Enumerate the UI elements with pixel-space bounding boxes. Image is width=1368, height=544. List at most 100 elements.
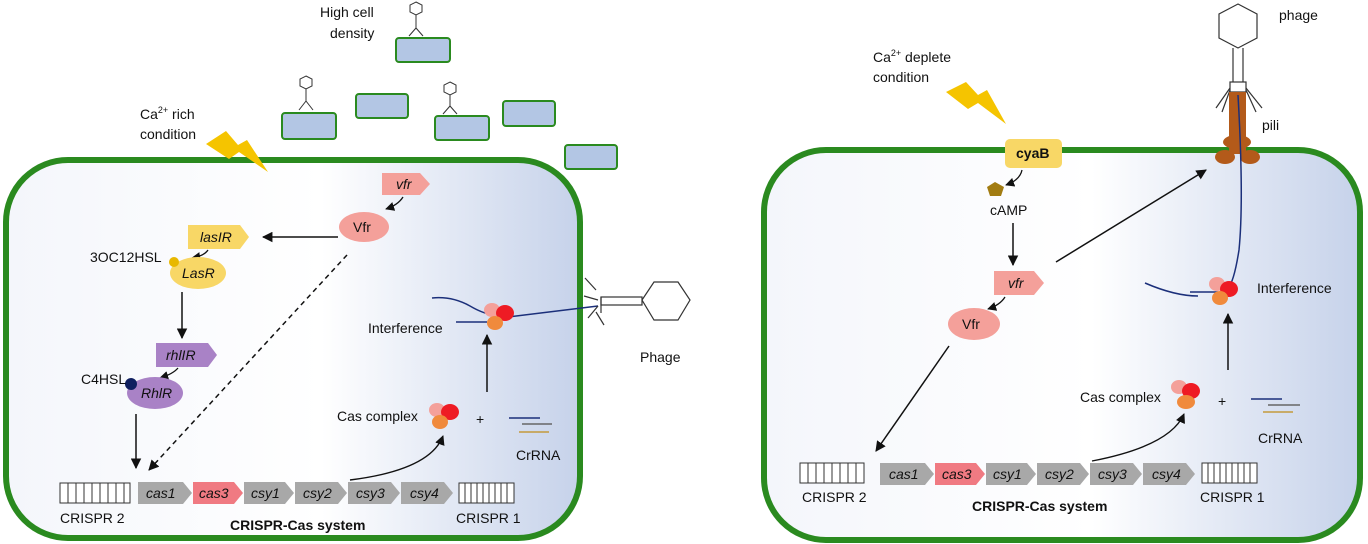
crispr-1-label: CRISPR 1 — [456, 510, 521, 526]
lasIR-gene — [188, 225, 249, 249]
gene-csy2 — [295, 482, 347, 504]
bacterium — [434, 115, 490, 141]
phage-icon-right — [1215, 3, 1263, 113]
svg-text:cas3: cas3 — [942, 466, 972, 482]
vfr-protein-label: Vfr — [353, 219, 371, 235]
interference-right-label: Interference — [1257, 280, 1332, 296]
gene-csy2 — [1037, 463, 1089, 485]
cas-gene-operon-left: cas1 cas3 csy1 csy2 csy3 csy4 — [138, 482, 453, 504]
rhlR-protein — [127, 377, 183, 409]
cas-complex-icon — [429, 403, 459, 429]
svg-text:csy2: csy2 — [303, 485, 332, 501]
bacterium — [502, 100, 556, 127]
left-cell-membrane — [3, 157, 583, 541]
high-density-label-line2: density — [330, 25, 374, 41]
rhlIR-gene-label: rhlIR — [166, 347, 196, 363]
gene-cas1 — [138, 482, 192, 504]
cyab-protein — [1005, 139, 1062, 168]
gene-csy3 — [1090, 463, 1142, 485]
cyab-label: cyaB — [1016, 145, 1049, 161]
lasR-protein — [170, 257, 226, 289]
cas-complex-right-label: Cas complex — [1080, 389, 1161, 405]
crrna-right-icon — [1251, 398, 1300, 413]
lightning-icon — [206, 131, 268, 172]
crrna-right-label: CrRNA — [1258, 430, 1303, 446]
crispr-array-left-right — [799, 462, 865, 484]
gene-cas3 — [935, 463, 985, 485]
gene-cas1 — [880, 463, 934, 485]
cas-gene-operon-right: cas1 cas3 csy1 csy2 csy3 csy4 — [880, 463, 1195, 485]
gene-csy4 — [401, 482, 453, 504]
phage-icon — [583, 277, 691, 326]
rhlR-protein-label: RhlR — [141, 385, 172, 401]
vfr-gene-label: vfr — [396, 176, 413, 192]
crispr-2-label: CRISPR 2 — [60, 510, 125, 526]
svg-text:cas1: cas1 — [146, 485, 176, 501]
right-panel: Ca2+ deplete condition cyaB cAMP vfr Vfr… — [761, 3, 1363, 543]
bacterium — [355, 93, 409, 119]
lasR-protein-label: LasR — [182, 265, 215, 281]
camp-label: cAMP — [990, 202, 1027, 218]
lasIR-gene-label: lasIR — [200, 229, 232, 245]
interference-complex-icon — [484, 303, 514, 330]
svg-text:csy4: csy4 — [410, 485, 439, 501]
svg-text:csy1: csy1 — [993, 466, 1022, 482]
interference-label: Interference — [368, 320, 443, 336]
crispr-array-left — [59, 482, 131, 504]
crispr-cas-system-label: CRISPR-Cas system — [230, 517, 365, 533]
left-panel: High cell density Ca2+ rich condition vf… — [3, 1, 691, 541]
gene-csy3 — [348, 482, 400, 504]
svg-text:csy1: csy1 — [251, 485, 280, 501]
crrna-label: CrRNA — [516, 447, 561, 463]
cas-complex-right-icon — [1171, 380, 1200, 409]
left-trigger-label-line2: condition — [140, 126, 196, 142]
3oc12hsl-molecule — [169, 257, 179, 267]
rhlIR-gene — [156, 343, 217, 367]
lightning-icon — [946, 82, 1006, 124]
camp-molecule — [987, 182, 1004, 196]
c4hsl-molecule — [125, 378, 137, 390]
gene-csy4 — [1143, 463, 1195, 485]
pili-icon — [1215, 92, 1260, 164]
gene-csy1 — [986, 463, 1036, 485]
cas-complex-label: Cas complex — [337, 408, 418, 424]
bacteria-cluster — [281, 37, 618, 170]
svg-text:cas3: cas3 — [199, 485, 229, 501]
plus-sign-right: + — [1218, 393, 1226, 409]
right-trigger-label: Ca2+ deplete — [873, 48, 951, 65]
crispr-1-right-label: CRISPR 1 — [1200, 489, 1265, 505]
svg-text:cas1: cas1 — [889, 466, 919, 482]
c4hsl-label: C4HSL — [81, 371, 126, 387]
phage-right-label: phage — [1279, 7, 1318, 23]
svg-text:csy2: csy2 — [1045, 466, 1074, 482]
left-trigger-label: Ca2+ rich — [140, 105, 195, 122]
crispr-array-right-right — [1201, 462, 1258, 484]
gene-csy1 — [244, 482, 294, 504]
vfr-protein-right — [948, 308, 1000, 340]
svg-text:csy3: csy3 — [1098, 466, 1127, 482]
svg-text:csy3: csy3 — [356, 485, 385, 501]
svg-text:csy4: csy4 — [1152, 466, 1181, 482]
bacterium — [395, 37, 451, 63]
gene-cas3 — [193, 482, 243, 504]
vfr-gene-right — [994, 271, 1044, 295]
interference-complex-right-icon — [1209, 277, 1238, 305]
vfr-gene — [382, 173, 430, 195]
vfr-gene-right-label: vfr — [1008, 275, 1025, 291]
crispr-2-right-label: CRISPR 2 — [802, 489, 867, 505]
bacterium — [281, 112, 337, 140]
crispr-array-right — [458, 482, 515, 504]
vfr-protein-right-label: Vfr — [962, 316, 980, 332]
pili-label: pili — [1262, 117, 1279, 133]
phage-label: Phage — [640, 349, 681, 365]
bacterium — [564, 144, 618, 170]
small-phage-icon — [298, 1, 458, 115]
vfr-protein — [339, 212, 389, 242]
3oc12hsl-label: 3OC12HSL — [90, 249, 162, 265]
high-density-label-line1: High cell — [320, 4, 374, 20]
right-trigger-label-line2: condition — [873, 69, 929, 85]
crrna-icon — [509, 417, 552, 433]
plus-sign: + — [476, 411, 484, 427]
crispr-cas-system-right-label: CRISPR-Cas system — [972, 498, 1107, 514]
